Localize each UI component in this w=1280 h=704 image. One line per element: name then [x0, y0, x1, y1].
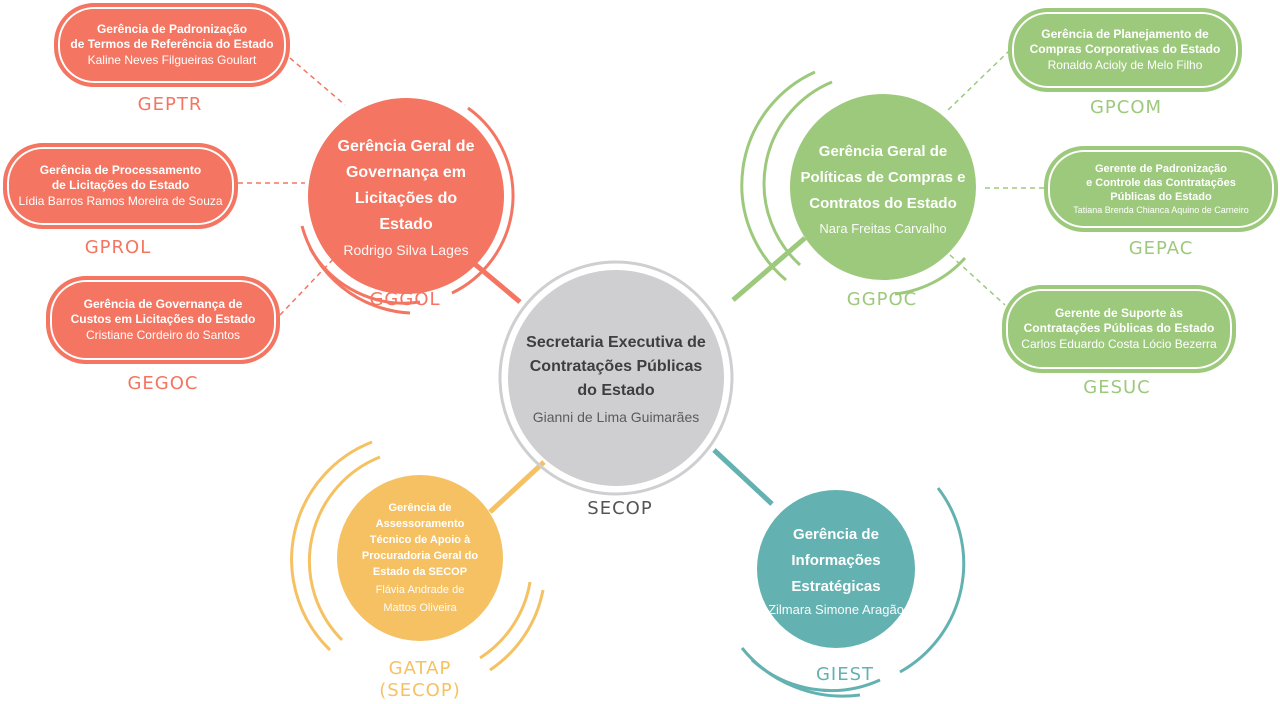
gesuc-title-1: Gerente de Suporte às — [1054, 306, 1184, 320]
connector-gegoc — [279, 251, 341, 316]
gepac-title-3: Públicas do Estado — [1110, 190, 1212, 203]
gepac-name: Tatiana Brenda Chianca Aquino de Carneir… — [1073, 204, 1249, 215]
gesuc-box: Gerente de Suporte às Contratações Públi… — [1002, 285, 1236, 373]
center-ring — [498, 260, 734, 496]
ggpoc-node: Gerência Geral de Políticas de Compras e… — [790, 94, 976, 280]
gatap-node: Gerência de Assessoramento Técnico de Ap… — [337, 475, 503, 641]
geptr-title-2: de Termos de Referência do Estado — [70, 37, 274, 51]
gegoc-box: Gerência de Governança de Custos em Lici… — [46, 276, 280, 364]
arc-gggol-outer — [451, 106, 515, 295]
gggol-node: Gerência Geral de Governança em Licitaçõ… — [308, 98, 504, 294]
gpcom-name: Ronaldo Acioly de Melo Filho — [1047, 58, 1203, 72]
gggol-acronym: GGGOL — [369, 289, 441, 310]
center-acronym: SECOP — [587, 498, 653, 519]
arc-giest-3 — [740, 647, 861, 698]
geptr-box: Gerência de Padronização de Termos de Re… — [54, 3, 290, 87]
giest-title: Gerência de Informações Estratégicas — [791, 525, 881, 595]
geptr-name: Kaline Neves Filgueiras Goulart — [87, 53, 257, 67]
gpcom-box: Gerência de Planejamento de Compras Corp… — [1008, 8, 1242, 92]
gatap-acronym-line1: GATAP — [388, 658, 452, 679]
arc-gatap-1 — [290, 440, 373, 652]
connector-center-giest — [712, 448, 774, 506]
gprol-acronym: GPROL — [84, 237, 152, 258]
gesuc-name: Carlos Eduardo Costa Lócio Bezerra — [1021, 337, 1217, 351]
gggol-title: Gerência Geral de Governança em Licitaçõ… — [337, 138, 475, 233]
arc-gatap-3 — [479, 581, 532, 660]
gprol-box: Gerência de Processamento de Licitações … — [3, 143, 238, 229]
giest-name: Zilmara Simone Aragão — [768, 601, 904, 617]
gesuc-title-2: Contratações Públicas do Estado — [1023, 321, 1215, 335]
gegoc-title-2: Custos em Licitações do Estado — [70, 312, 256, 326]
center-title: Secretaria Executiva de Contratações Púb… — [526, 334, 706, 399]
giest-node: Gerência de Informações Estratégicas Zil… — [757, 490, 915, 648]
gegoc-title-1: Gerência de Governança de — [83, 297, 243, 311]
gepac-title-1: Gerente de Padronização — [1094, 162, 1228, 175]
gpcom-title-1: Gerência de Planejamento de — [1041, 27, 1209, 41]
geptr-acronym: GEPTR — [137, 94, 203, 115]
gpcom-title-2: Compras Corporativas do Estado — [1029, 42, 1221, 56]
gprol-title-2: de Licitações do Estado — [51, 178, 190, 192]
gatap-acronym: GATAP (SECOP) — [365, 658, 475, 702]
arc-gatap-4 — [489, 589, 545, 672]
connector-center-ggpoc — [731, 236, 807, 302]
connector-center-gatap — [488, 460, 546, 514]
gggol-name: Rodrigo Silva Lages — [343, 242, 469, 258]
arc-gggol-inner2 — [300, 225, 411, 315]
gpcom-acronym: GPCOM — [1089, 97, 1163, 118]
center-node: Secretaria Executiva de Contratações Púb… — [508, 270, 724, 486]
gprol-name: Lídia Barros Ramos Moreira de Souza — [18, 194, 223, 208]
gegoc-name: Cristiane Cordeiro do Santos — [85, 328, 241, 342]
giest-acronym: GIEST — [815, 664, 875, 685]
connector-gesuc — [949, 254, 1006, 306]
arc-giest-1 — [899, 487, 966, 674]
arc-gatap-2 — [307, 455, 381, 642]
arc-ggpoc-3 — [894, 256, 967, 296]
gepac-acronym: GEPAC — [1128, 238, 1194, 259]
ggpoc-acronym: GGPOC — [846, 289, 918, 310]
gprol-title-1: Gerência de Processamento — [39, 163, 202, 177]
connector-gpcom — [947, 49, 1011, 111]
arc-ggpoc-1 — [762, 80, 833, 267]
gepac-title-2: e Controle das Contratações — [1086, 176, 1236, 189]
gesuc-acronym: GESUC — [1083, 377, 1151, 398]
connector-geptr — [289, 57, 346, 106]
gatap-title: Gerência de Assessoramento Técnico de Ap… — [361, 501, 479, 578]
ggpoc-name: Nara Freitas Carvalho — [819, 220, 947, 236]
geptr-title-1: Gerência de Padronização — [96, 22, 248, 36]
ggpoc-title: Gerência Geral de Políticas de Compras e… — [800, 142, 966, 212]
arc-ggpoc-2 — [740, 70, 816, 282]
gatap-acronym-line2: (SECOP) — [379, 680, 461, 701]
gatap-name: Flávia Andrade de Mattos Oliveira — [375, 583, 465, 614]
gepac-box: Gerente de Padronização e Controle das C… — [1044, 146, 1278, 232]
gegoc-acronym: GEGOC — [127, 373, 199, 394]
center-name: Gianni de Lima Guimarães — [532, 409, 700, 425]
